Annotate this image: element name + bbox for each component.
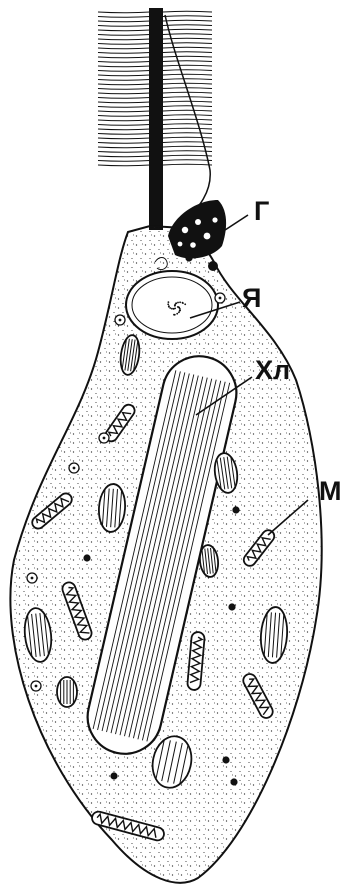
flagellum (98, 8, 212, 230)
nucleus (126, 271, 218, 339)
label-nucleus: Я (242, 285, 261, 312)
label-chloroplast: Хл (255, 357, 290, 384)
label-mitochondria: М (319, 478, 342, 505)
mitochondrion (57, 677, 77, 707)
label-golgi: Г (254, 198, 269, 225)
